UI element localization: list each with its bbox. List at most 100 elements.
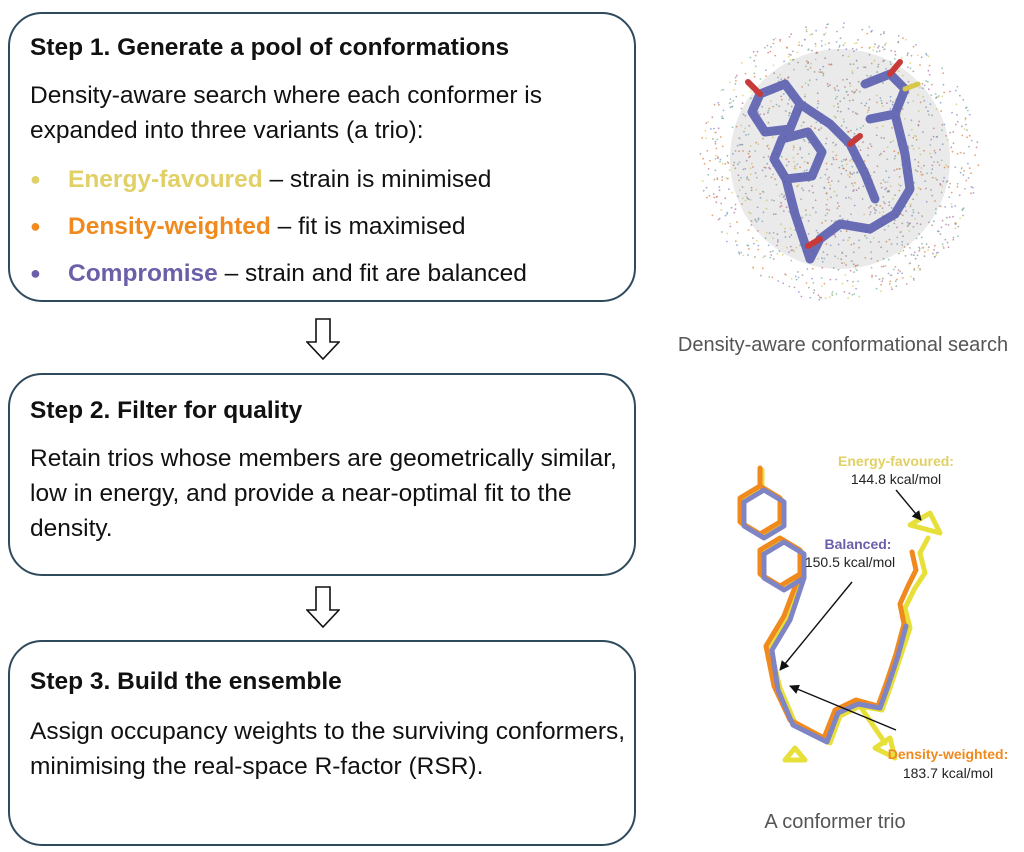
density-dot — [828, 209, 831, 212]
density-dot — [744, 199, 747, 202]
density-dot — [917, 54, 919, 57]
density-dot — [806, 161, 809, 164]
density-dot — [715, 147, 718, 150]
density-dot — [833, 115, 836, 118]
density-dot — [931, 164, 934, 167]
density-dot — [921, 82, 924, 85]
density-dot — [749, 173, 752, 176]
density-dot — [923, 99, 926, 102]
density-dot — [777, 280, 780, 282]
energy-favoured-label: Energy-favoured: — [838, 453, 954, 469]
density-dot — [757, 111, 760, 113]
density-dot — [837, 89, 840, 92]
density-dot — [943, 176, 945, 179]
density-dot — [937, 251, 939, 254]
density-dot — [742, 254, 745, 257]
density-dot — [934, 152, 937, 154]
density-dot — [872, 49, 875, 52]
density-dot — [882, 48, 885, 51]
density-dot — [846, 279, 849, 282]
density-dot — [920, 173, 922, 176]
density-dot — [845, 127, 848, 129]
density-dot — [885, 187, 888, 190]
density-dot — [934, 212, 937, 215]
density-dot — [780, 204, 783, 207]
density-dot — [851, 90, 854, 93]
density-dot — [761, 105, 764, 108]
step-2-box: Step 2. Filter for quality Retain trios … — [8, 373, 636, 576]
density-dot — [738, 143, 741, 146]
density-dot — [774, 178, 776, 181]
density-dot — [970, 172, 972, 175]
density-dot — [848, 292, 851, 295]
density-dot — [875, 203, 878, 206]
density-dot — [936, 179, 938, 181]
density-dot — [912, 45, 915, 48]
density-dot — [919, 188, 922, 191]
density-dot — [736, 232, 739, 234]
density-dot — [757, 143, 760, 146]
density-dot — [739, 137, 741, 140]
density-dot — [785, 164, 788, 167]
density-dot — [893, 222, 896, 225]
density-dot — [943, 91, 946, 94]
density-dot — [770, 254, 773, 256]
density-dot — [891, 103, 894, 106]
density-dot — [914, 169, 917, 172]
density-dot — [889, 99, 892, 102]
density-dot — [859, 90, 861, 93]
density-dot — [735, 125, 738, 128]
density-dot — [766, 145, 769, 148]
density-dot — [847, 94, 849, 96]
density-dot — [708, 194, 711, 197]
density-dot — [823, 257, 826, 260]
density-dot — [945, 164, 948, 167]
density-dot — [922, 246, 925, 249]
density-dot — [821, 260, 824, 263]
density-dot — [764, 237, 767, 240]
density-dot — [747, 229, 750, 231]
density-dot — [845, 255, 847, 257]
density-dot — [849, 85, 852, 87]
density-dot — [894, 266, 897, 268]
density-dot — [752, 237, 754, 240]
density-dot — [964, 117, 967, 120]
density-dot — [887, 258, 890, 261]
density-dot — [814, 127, 816, 130]
density-dot — [868, 206, 870, 209]
density-dot — [929, 144, 932, 146]
density-dot — [927, 69, 930, 72]
density-dot — [942, 83, 945, 86]
density-dot — [756, 206, 759, 209]
density-dot — [733, 89, 735, 91]
density-dot — [949, 182, 951, 185]
density-dot — [870, 145, 873, 148]
density-dot — [772, 258, 775, 260]
density-dot — [726, 177, 729, 180]
density-dot — [706, 196, 708, 199]
density-dot — [788, 98, 791, 101]
density-dot — [732, 100, 735, 102]
density-dot — [814, 43, 817, 45]
density-dot — [740, 176, 742, 179]
density-dot — [967, 162, 969, 165]
density-dot — [844, 42, 846, 44]
density-dot — [936, 96, 939, 99]
density-dot — [874, 43, 876, 45]
density-dot — [904, 118, 906, 120]
density-dot — [826, 198, 829, 201]
density-dot — [829, 187, 831, 190]
density-dot — [873, 59, 876, 62]
density-dot — [744, 72, 747, 75]
density-dot — [870, 251, 873, 254]
density-dot — [728, 188, 730, 191]
density-dot — [871, 29, 873, 32]
density-dot — [720, 89, 723, 92]
density-dot — [880, 246, 882, 249]
density-dot — [857, 80, 860, 83]
density-dot — [817, 102, 820, 105]
density-dot — [764, 175, 767, 178]
density-dot — [790, 33, 793, 36]
density-dot — [810, 125, 813, 128]
density-dot — [728, 169, 731, 172]
